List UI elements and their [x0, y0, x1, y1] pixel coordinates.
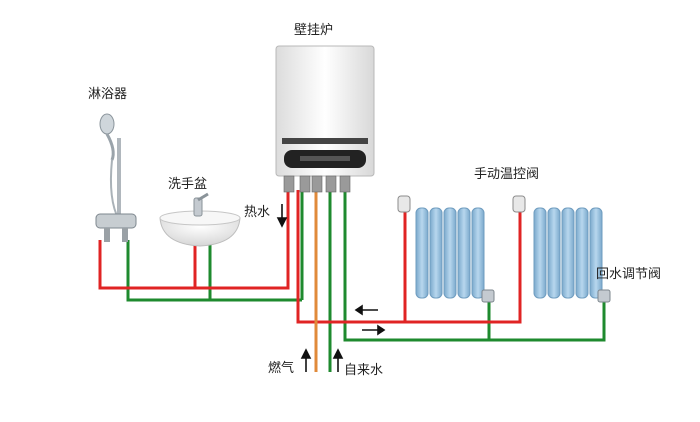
boiler-fittings — [283, 175, 351, 193]
wash-basin — [159, 192, 241, 247]
radiator-2 — [512, 195, 611, 303]
tap-water-up-arrow-icon — [332, 348, 344, 372]
label-tap-water: 自来水 — [344, 363, 383, 378]
hot-pipe-radiator-main — [296, 190, 522, 324]
hot-pipes — [98, 190, 522, 324]
flow-right-arrow-icon — [362, 324, 386, 336]
label-gas: 燃气 — [268, 360, 294, 376]
flow-arrows — [276, 204, 386, 372]
label-basin: 洗手盆 — [168, 177, 207, 192]
label-hot-water: 热水 — [244, 205, 270, 220]
label-thermostatic-valve: 手动温控阀 — [474, 167, 539, 182]
gas-up-arrow-icon — [300, 348, 312, 372]
label-return-valve: 回水调节阀 — [596, 267, 661, 282]
label-boiler: 壁挂炉 — [294, 23, 333, 38]
flow-left-arrow-icon — [354, 304, 378, 316]
radiator-1 — [397, 195, 495, 303]
return-pipes — [126, 190, 606, 372]
return-pipe-shower — [126, 240, 302, 302]
shower-fixture — [95, 113, 137, 242]
return-pipe-main — [343, 190, 606, 342]
hot-water-arrow-icon — [276, 204, 288, 228]
wall-boiler — [275, 45, 375, 193]
label-shower: 淋浴器 — [88, 87, 127, 102]
